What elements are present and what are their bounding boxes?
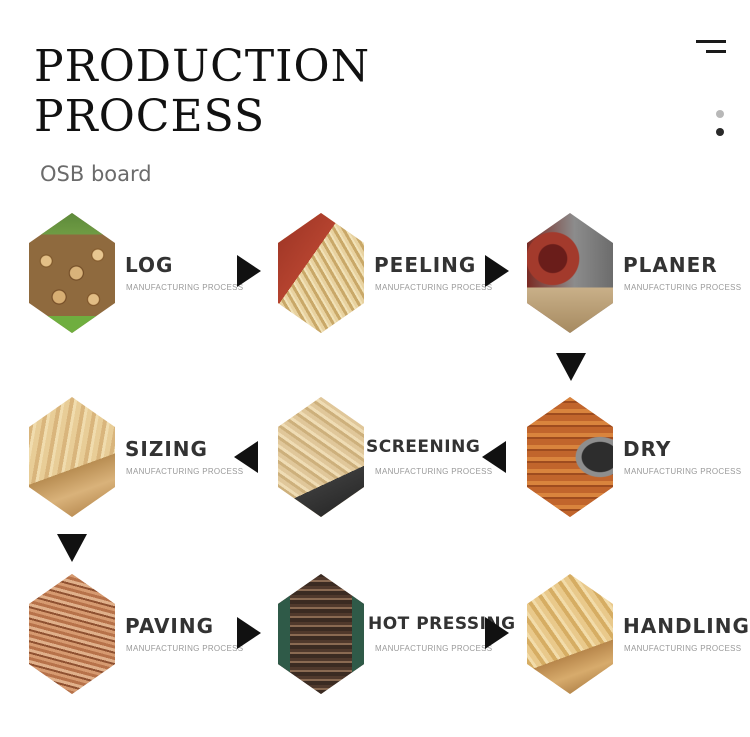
step-caption: MANUFACTURING PROCESS <box>126 283 244 292</box>
arrow-right-icon <box>485 255 509 287</box>
title-line-1: PRODUCTION <box>34 41 371 92</box>
more-dot-top <box>716 110 724 118</box>
menu-icon-bar-bottom <box>706 50 726 53</box>
step-label: HANDLING <box>623 614 750 638</box>
arrow-down-icon <box>556 353 586 381</box>
page-subtitle: OSB board <box>40 162 152 186</box>
stacked-logs-photo <box>29 213 115 333</box>
step-caption: MANUFACTURING PROCESS <box>375 644 493 653</box>
step-paving: PAVING MANUFACTURING PROCESS <box>29 574 269 704</box>
wood-strand-mat-photo <box>29 574 115 694</box>
more-dot-bottom <box>716 128 724 136</box>
step-caption: MANUFACTURING PROCESS <box>126 644 244 653</box>
arrow-right-icon <box>237 617 261 649</box>
sized-boards-photo <box>29 397 115 517</box>
step-screening: SCREENING MANUFACTURING PROCESS <box>278 397 518 527</box>
step-label: SIZING <box>125 437 208 461</box>
menu-icon-bar-top <box>696 40 726 43</box>
step-caption: MANUFACTURING PROCESS <box>126 467 244 476</box>
hot-press-photo <box>278 574 364 694</box>
step-log: LOG MANUFACTURING PROCESS <box>29 213 269 343</box>
step-dry: DRY MANUFACTURING PROCESS <box>527 397 750 527</box>
step-hot-pressing: HOT PRESSING MANUFACTURING PROCESS <box>278 574 518 704</box>
step-caption: MANUFACTURING PROCESS <box>375 283 493 292</box>
step-label: HOT PRESSING <box>368 614 516 634</box>
more-vertical-icon[interactable] <box>714 110 726 140</box>
step-caption: MANUFACTURING PROCESS <box>624 283 742 292</box>
step-handling: HANDLING MANUFACTURING PROCESS <box>527 574 750 704</box>
step-label: PAVING <box>125 614 215 638</box>
osb-chips-photo <box>278 397 364 517</box>
peeling-machine-photo <box>278 213 364 333</box>
step-label: DRY <box>623 437 672 461</box>
step-label: LOG <box>125 253 174 277</box>
page-title: PRODUCTION PROCESS <box>34 42 370 142</box>
step-caption: MANUFACTURING PROCESS <box>375 467 493 476</box>
step-planer: PLANER MANUFACTURING PROCESS <box>527 213 750 343</box>
step-label: PLANER <box>623 253 718 277</box>
arrow-right-icon <box>485 617 509 649</box>
finished-osb-photo <box>527 574 613 694</box>
title-line-2: PROCESS <box>34 91 266 142</box>
step-caption: MANUFACTURING PROCESS <box>624 644 742 653</box>
dryer-drum-photo <box>527 397 613 517</box>
step-sizing: SIZING MANUFACTURING PROCESS <box>29 397 269 527</box>
step-peeling: PEELING MANUFACTURING PROCESS <box>278 213 518 343</box>
arrow-left-icon <box>234 441 258 473</box>
planer-machine-photo <box>527 213 613 333</box>
arrow-right-icon <box>237 255 261 287</box>
arrow-down-icon <box>57 534 87 562</box>
step-label: PEELING <box>374 253 477 277</box>
menu-icon[interactable] <box>696 40 726 56</box>
step-label: SCREENING <box>366 437 481 457</box>
arrow-left-icon <box>482 441 506 473</box>
step-caption: MANUFACTURING PROCESS <box>624 467 742 476</box>
